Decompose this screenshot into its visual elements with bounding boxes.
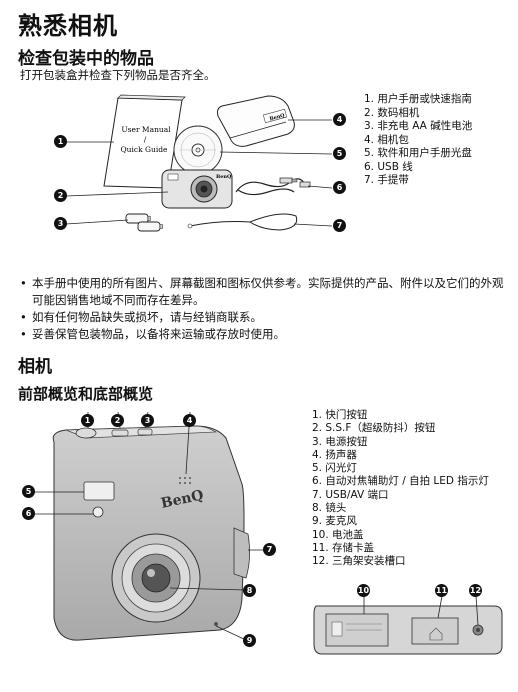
ssf-button-drawing — [111, 429, 129, 437]
list-item: 2. 数码相机 — [364, 106, 420, 119]
list-item: 5. 软件和用户手册光盘 — [364, 147, 472, 159]
camera-callout-11: 11 — [435, 584, 448, 597]
notes-list: 本手册中使用的所有图片、屏幕截图和图标仅供参考。实际提供的产品、附件以及它们的外… — [20, 275, 508, 343]
speaker-holes — [179, 477, 191, 484]
list-item: 5. 闪光灯 — [312, 462, 357, 475]
list-item: 4. 相机包 — [364, 133, 409, 146]
package-contents-illustration: User Manual / Quick Guide BenQ BenQ — [65, 94, 333, 232]
list-item: 11. 存储卡盖 — [312, 541, 375, 554]
note-item: 妥善保管包装物品，以备将来运输或存放时使用。 — [20, 326, 508, 343]
list-item: 4. 扬声器 — [312, 448, 357, 461]
bag-brand-label: BenQ — [269, 112, 286, 122]
callout-7: 7 — [333, 219, 346, 232]
flash-drawing — [83, 481, 115, 501]
callout-4: 4 — [333, 113, 346, 126]
list-item: 2. S.S.F（超级防抖）按钮 — [312, 422, 436, 435]
aa-batteries-illustration — [125, 213, 163, 232]
section-heading-package: 检查包装中的物品 — [18, 49, 154, 69]
leader-lines — [363, 595, 479, 626]
list-item: 3. 电源按钮 — [312, 435, 368, 448]
usb-cable-illustration — [235, 177, 311, 196]
camera-callout-2: 2 — [111, 414, 124, 427]
camera-callout-1: 1 — [81, 414, 94, 427]
hand-strap-illustration — [187, 213, 298, 231]
callout-5: 5 — [333, 147, 346, 160]
camera-bottom-illustration — [313, 595, 503, 655]
camera-parts-list: 1. 快门按钮 2. S.S.F（超级防抖）按钮 3. 电源按钮 4. 扬声器 … — [312, 409, 489, 569]
memory-card-cover-drawing — [411, 617, 459, 645]
list-item: 1. 用户手册或快速指南 — [364, 93, 472, 105]
power-button-drawing — [137, 428, 153, 436]
camera-callout-4: 4 — [183, 414, 196, 427]
camera-brand-label: BenQ — [216, 174, 232, 180]
list-item: 9. 麦克风 — [312, 515, 357, 528]
list-item: 8. 镜头 — [312, 502, 347, 515]
page-title: 熟悉相机 — [18, 12, 118, 40]
list-item: 6. USB 线 — [364, 160, 413, 173]
camera-front-illustration: BenQ — [34, 411, 266, 641]
note-item: 如有任何物品缺失或损坏，请与经销商联系。 — [20, 309, 508, 326]
digital-camera-illustration: BenQ — [161, 169, 233, 209]
list-item: 1. 快门按钮 — [312, 409, 368, 421]
usb-av-port-drawing — [233, 527, 250, 579]
af-assist-light-drawing — [92, 506, 104, 518]
camera-callout-3: 3 — [141, 414, 154, 427]
camera-callout-7: 7 — [263, 543, 276, 556]
callout-6: 6 — [333, 181, 346, 194]
camera-callout-9: 9 — [243, 634, 256, 647]
manual-title-line1: User Manual — [121, 125, 171, 134]
shutter-button-drawing — [75, 427, 97, 439]
callout-3: 3 — [54, 217, 67, 230]
list-item: 12. 三角架安装槽口 — [312, 555, 406, 568]
leader-lines — [65, 119, 333, 227]
callout-1: 1 — [54, 135, 67, 148]
camera-callout-12: 12 — [469, 584, 482, 597]
list-item: 7. USB/AV 端口 — [312, 488, 389, 501]
section-intro: 打开包装盒并检查下列物品是否齐全。 — [20, 68, 216, 82]
camera-callout-10: 10 — [357, 584, 370, 597]
camera-callout-8: 8 — [243, 584, 256, 597]
software-cd-illustration — [173, 125, 223, 175]
list-item: 3. 非充电 AA 碱性电池 — [364, 120, 473, 132]
section-subheading-overview: 前部概览和底部概览 — [18, 385, 154, 403]
callout-2: 2 — [54, 189, 67, 202]
list-item: 10. 电池盖 — [312, 528, 364, 541]
camera-bag-illustration: BenQ — [217, 95, 295, 147]
note-item: 本手册中使用的所有图片、屏幕截图和图标仅供参考。实际提供的产品、附件以及它们的外… — [20, 275, 508, 309]
camera-callout-6: 6 — [22, 507, 35, 520]
list-item: 7. 手提带 — [364, 174, 409, 186]
microphone-drawing — [214, 622, 218, 626]
package-items-list: 1. 用户手册或快速指南 2. 数码相机 3. 非充电 AA 碱性电池 4. 相… — [364, 93, 472, 188]
list-item: 6. 自动对焦辅助灯 / 自拍 LED 指示灯 — [312, 475, 489, 488]
camera-callout-5: 5 — [22, 485, 35, 498]
manual-title-line3: Quick Guide — [121, 145, 169, 154]
section-heading-camera: 相机 — [18, 357, 52, 377]
manual-title-line2: / — [144, 135, 147, 144]
